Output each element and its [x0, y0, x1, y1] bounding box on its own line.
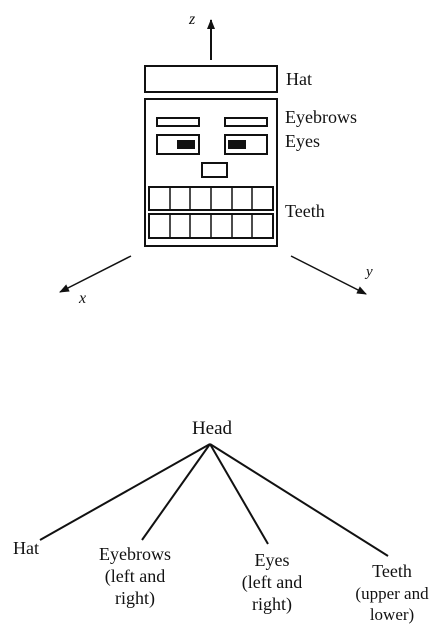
edge-head-eyes: [209, 443, 269, 545]
tree-node-eyebrows: Eyebrows (left and right): [99, 544, 171, 609]
nose: [201, 162, 228, 178]
tree-root-label: Head: [192, 418, 233, 439]
pupil-right: [228, 140, 246, 149]
edge-head-hat: [39, 443, 211, 541]
hierarchy-tree: Head Hat Eyebrows (left and right) Eyes …: [13, 418, 429, 624]
svg-text:Teeth: Teeth: [372, 561, 412, 581]
svg-text:lower): lower): [370, 605, 414, 624]
z-axis-label: z: [188, 11, 196, 28]
svg-text:Hat: Hat: [13, 538, 39, 558]
x-axis-arrow: [59, 255, 132, 293]
svg-text:right): right): [115, 588, 155, 609]
teeth-upper: [148, 186, 274, 211]
hat-block: [144, 65, 278, 93]
teeth-lower: [148, 213, 274, 239]
tree-node-teeth: Teeth (upper and lower): [355, 561, 429, 624]
y-axis-label: y: [364, 264, 373, 280]
svg-text:(upper and: (upper and: [355, 584, 429, 603]
tree-node-hat: Hat: [13, 538, 39, 558]
pupil-left: [177, 140, 195, 149]
y-axis-arrow: [290, 255, 367, 295]
eyebrows-label: Eyebrows: [285, 107, 357, 127]
edge-head-eyebrows: [141, 443, 211, 541]
svg-text:Eyebrows: Eyebrows: [99, 544, 171, 564]
svg-text:Eyes: Eyes: [255, 550, 290, 570]
eyes-label: Eyes: [285, 131, 320, 151]
hat-label: Hat: [286, 69, 312, 89]
svg-text:(left and: (left and: [105, 566, 165, 587]
face-model: z Hat Eyebrows Eyes: [59, 11, 373, 307]
svg-text:(left and: (left and: [242, 572, 302, 593]
x-axis-label: x: [78, 290, 86, 307]
edge-head-teeth: [209, 443, 389, 557]
head-block: [144, 98, 278, 247]
eye-right: [224, 134, 268, 155]
eyebrow-right: [224, 117, 268, 127]
tree-node-eyes: Eyes (left and right): [242, 550, 302, 615]
eye-left: [156, 134, 200, 155]
teeth-label: Teeth: [285, 201, 325, 221]
eyebrow-left: [156, 117, 200, 127]
svg-text:right): right): [252, 594, 292, 615]
